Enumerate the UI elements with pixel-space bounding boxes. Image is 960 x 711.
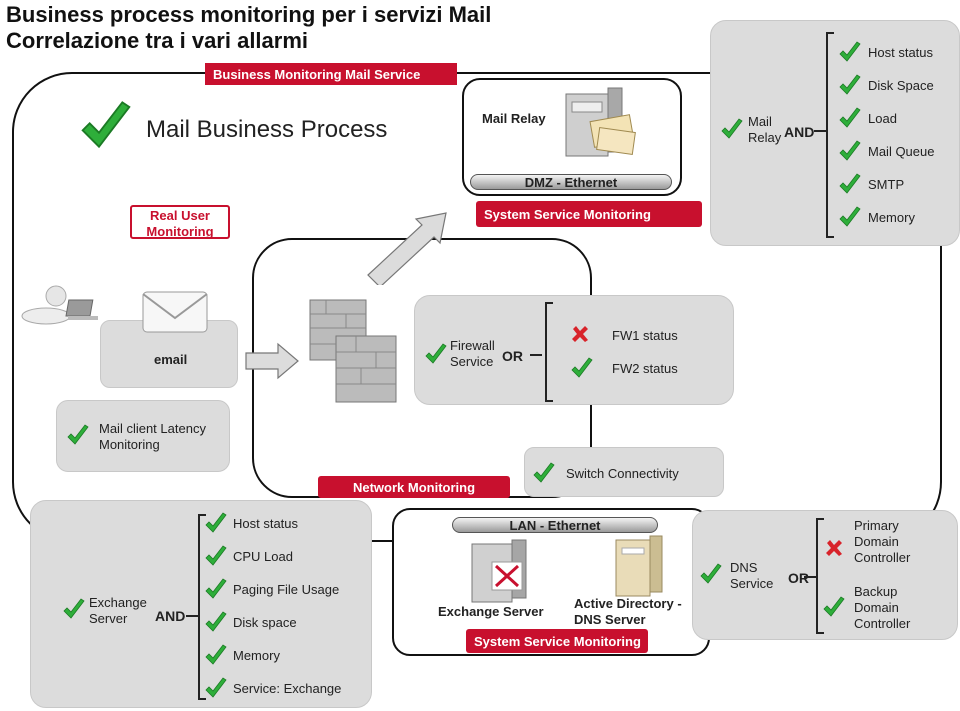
switch-check-icon: [532, 462, 556, 486]
latency-check-icon: [66, 424, 90, 448]
diagonal-arrow-icon: [367, 212, 447, 285]
exchange-check-icon: [204, 578, 228, 602]
switch-connectivity-panel: [524, 447, 724, 497]
relay-item-label: Memory: [868, 210, 915, 225]
firewall-bracket-tick: [530, 354, 542, 356]
exchange-check-icon: [204, 677, 228, 701]
user-laptop-icon: [21, 285, 98, 325]
dns-operator: OR: [788, 570, 809, 586]
firewall-check-icon: [424, 343, 448, 367]
relay-item-label: Disk Space: [868, 78, 934, 93]
exchange-checks-panel: [30, 500, 372, 708]
firewall-icon: [309, 299, 397, 403]
exchange-bracket-tick: [186, 615, 198, 617]
lan-system-monitoring-bar: System Service Monitoring: [466, 629, 648, 653]
exchange-bracket: [198, 514, 206, 700]
exchange-operator: AND: [155, 608, 186, 624]
real-user-monitoring-label: Real User Monitoring: [130, 205, 230, 239]
exchange-check-icon: [204, 512, 228, 536]
backup-dc-label: Backup Domain Controller: [854, 584, 911, 631]
backup-dc-check-icon: [822, 596, 846, 620]
exchange-item-label: Service: Exchange: [233, 681, 342, 696]
mail-relay-label: Mail Relay: [482, 111, 546, 126]
firewall-bracket: [545, 302, 553, 402]
dns-bracket: [816, 518, 824, 634]
exchange-check-icon: [204, 545, 228, 569]
exchange-server-caption: Exchange Server: [438, 604, 544, 619]
fw2-check-icon: [570, 357, 594, 381]
relay-bracket-tick: [814, 130, 826, 132]
switch-connectivity-label: Switch Connectivity: [566, 466, 679, 481]
exchange-check-icon: [204, 644, 228, 668]
relay-checks-panel: [710, 20, 960, 246]
firewall-operator: OR: [502, 348, 523, 364]
relay-check-icon: [838, 107, 862, 131]
relay-check-icon: [838, 41, 862, 65]
relay-item-label: Host status: [868, 45, 934, 60]
mail-business-check-icon: [78, 100, 134, 156]
relay-check-icon: [838, 206, 862, 230]
dmz-ethernet-pipe: DMZ - Ethernet: [470, 174, 672, 190]
firewall-panel: [414, 295, 734, 405]
relay-check-icon: [720, 118, 744, 142]
email-envelope-icon: [142, 291, 208, 333]
lan-ethernet-pipe: LAN - Ethernet: [452, 517, 658, 533]
relay-check-icon: [838, 140, 862, 164]
dns-check-icon: [699, 563, 723, 587]
relay-item-label: Load: [868, 111, 897, 126]
primary-dc-label: Primary Domain Controller: [854, 518, 911, 565]
title-line-2: Correlazione tra i vari allarmi: [6, 28, 309, 53]
relay-check-icon: [838, 74, 862, 98]
exchange-item-label: Paging File Usage: [233, 582, 340, 597]
fw1-cross-icon: [570, 324, 590, 344]
exchange-check-icon: [62, 598, 86, 622]
mail-client-latency-label: Mail client Latency Monitoring: [99, 421, 206, 452]
exchange-item-label: Disk space: [233, 615, 297, 630]
primary-dc-cross-icon: [824, 538, 844, 558]
exchange-check-icon: [204, 611, 228, 635]
exchange-item-label: Host status: [233, 516, 299, 531]
relay-check-icon: [838, 173, 862, 197]
dns-bracket-tick: [804, 576, 816, 578]
dns-panel: [692, 510, 958, 640]
email-label: email: [154, 352, 188, 367]
fw2-status-label: FW2 status: [612, 361, 678, 376]
exchange-server-icon: [471, 539, 527, 603]
active-directory-server-icon: [615, 535, 663, 597]
exchange-server-label: Exchange Server: [89, 595, 147, 626]
exchange-item-label: Memory: [233, 648, 280, 663]
relay-item-label: SMTP: [868, 177, 905, 192]
mail-client-latency-panel: [56, 400, 230, 472]
title-line-1: Business process monitoring per i serviz…: [6, 2, 492, 27]
relay-bracket: [826, 32, 834, 238]
relay-operator: AND: [784, 124, 815, 140]
dns-service-label: DNS Service: [730, 560, 774, 591]
exchange-item-label: CPU Load: [233, 549, 293, 564]
mail-business-process-title: Mail Business Process: [146, 116, 388, 143]
relay-system-monitoring-bar: System Service Monitoring: [476, 201, 702, 227]
mail-server-icon: [562, 84, 642, 164]
fw1-status-label: FW1 status: [612, 328, 678, 343]
active-directory-caption: Active Directory - DNS Server: [574, 596, 682, 627]
business-monitoring-bar: Business Monitoring Mail Service: [205, 63, 457, 85]
network-monitoring-label: Network Monitoring: [318, 476, 510, 498]
firewall-service-label: Firewall Service: [450, 338, 495, 369]
right-arrow-icon: [245, 342, 299, 380]
relay-item-label: Mail Queue: [868, 144, 935, 159]
relay-label: Mail Relay: [748, 114, 782, 145]
